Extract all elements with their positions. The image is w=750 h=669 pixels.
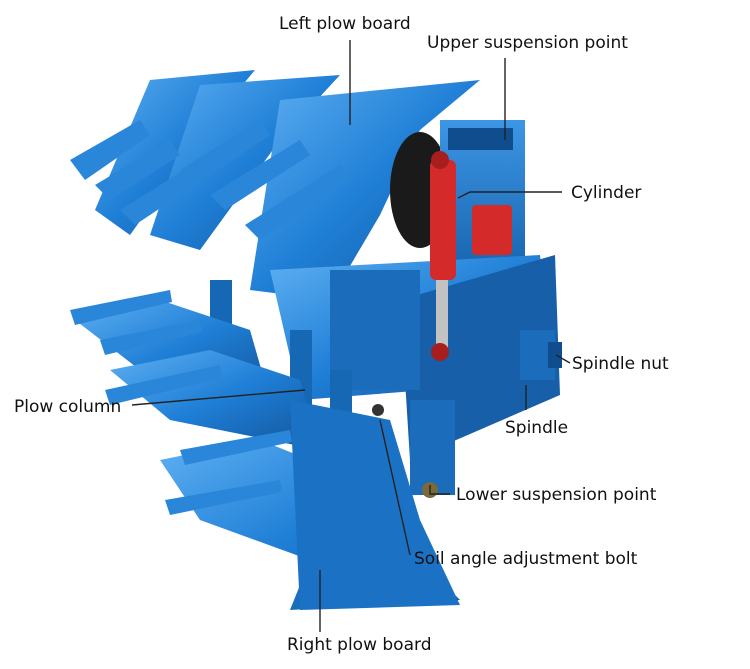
leader-cylinder [457,191,562,199]
label-spindle: Spindle [505,418,569,438]
lower-suspension-bracket [410,400,455,498]
label-cylinder: Cylinder [571,183,642,203]
hydraulic-cylinder [430,151,456,361]
leader-soil-angle-adjustment-bolt [379,419,411,556]
left-plow-boards [70,70,480,300]
control-valve [472,205,512,255]
leader-plow-column [131,389,306,406]
label-left-plow-board: Left plow board [279,14,411,34]
label-soil-angle-adjustment-bolt: Soil angle adjustment bolt [414,549,638,569]
spindle-nut-part [520,330,562,380]
label-spindle-nut: Spindle nut [572,354,669,374]
label-right-plow-board: Right plow board [287,635,432,655]
right-plow-boards [70,290,460,610]
label-lower-suspension-point: Lower suspension point [456,485,657,505]
label-upper-suspension-point: Upper suspension point [427,33,628,53]
label-plow-column: Plow column [14,397,122,417]
leader-lower-suspension-point [429,485,450,495]
adjustment-bolt [372,404,384,416]
leader-spindle-nut [555,354,571,364]
